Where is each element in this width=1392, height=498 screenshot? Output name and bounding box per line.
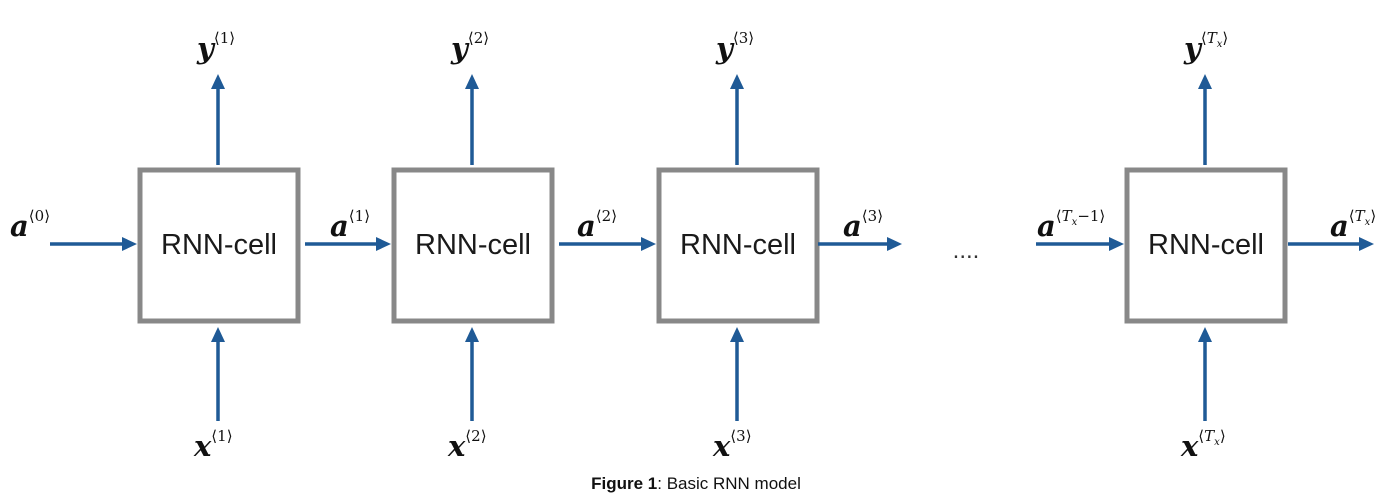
rnn-cell-label: RNN-cell (161, 229, 277, 261)
y-arrow-2-head (465, 74, 479, 89)
y-label-3-base: y (715, 31, 735, 65)
x-arrow-3-head (730, 327, 744, 342)
a-label-in-1-base: a (10, 209, 29, 243)
a-arrow-out-3-head (887, 237, 902, 251)
y-arrow-2 (465, 74, 479, 165)
a-label-in-3-base: a (577, 209, 596, 243)
a-label-in-4-sup: ⟨Tx−1⟩ (1056, 207, 1105, 228)
rnn-cell-box (391, 167, 555, 324)
rnn-cell-2: RNN-cell (391, 167, 555, 324)
a-arrow-in-4-head (1109, 237, 1124, 251)
x-label-4: x⟨Tx⟩ (1180, 427, 1226, 463)
x-arrow-4-head (1198, 327, 1212, 342)
a-label-in-4-base: a (1037, 209, 1056, 243)
x-label-2-base: x (447, 429, 466, 463)
x-label-3-sup: ⟨3⟩ (730, 427, 751, 445)
a-arrow-out-3 (818, 237, 902, 251)
figure-caption: Figure 1: Basic RNN model (0, 474, 1392, 494)
a-label-in-3-sup: ⟨2⟩ (596, 207, 617, 225)
a-label-in-1-sup: ⟨0⟩ (29, 207, 50, 225)
a-label-out-tx: a⟨Tx⟩ (1330, 207, 1376, 243)
x-arrow-2 (465, 327, 479, 421)
x-label-2-sup: ⟨2⟩ (465, 427, 486, 445)
caption-bold: Figure 1 (591, 474, 658, 493)
y-label-3: y⟨3⟩ (715, 29, 754, 65)
y-label-2: y⟨2⟩ (450, 29, 489, 65)
rnn-cell-4: RNN-cell (1124, 167, 1288, 324)
rnn-cell-box (1124, 167, 1288, 324)
a-label-in-2-base: a (330, 209, 349, 243)
a-arrow-in-3-head (641, 237, 656, 251)
rnn-cell-label: RNN-cell (680, 229, 796, 261)
a-arrow-in-1-head (122, 237, 137, 251)
y-label-1-base: y (196, 31, 216, 65)
a-arrow-in-1 (50, 237, 137, 251)
a-label-out-tx-sup: ⟨Tx⟩ (1349, 207, 1376, 228)
caption-text: : Basic RNN model (657, 474, 801, 493)
x-label-1: x⟨1⟩ (193, 427, 233, 463)
y-label-3-sup: ⟨3⟩ (733, 29, 754, 47)
y-label-4-base: y (1183, 31, 1203, 65)
x-arrow-1 (211, 327, 225, 421)
y-arrow-3-head (730, 74, 744, 89)
y-arrow-4 (1198, 74, 1212, 165)
rnn-diagram: RNN-celly⟨1⟩x⟨1⟩RNN-celly⟨2⟩x⟨2⟩RNN-cell… (10, 29, 1376, 463)
rnn-cell-box (137, 167, 301, 324)
a-arrow-out-tx (1288, 237, 1374, 251)
x-label-3: x⟨3⟩ (712, 427, 752, 463)
x-arrow-3 (730, 327, 744, 421)
y-label-2-base: y (450, 31, 470, 65)
x-arrow-2-head (465, 327, 479, 342)
a-label-out-3-sup: ⟨3⟩ (862, 207, 883, 225)
a-arrow-out-tx-head (1359, 237, 1374, 251)
x-arrow-4 (1198, 327, 1212, 421)
a-label-in-3: a⟨2⟩ (577, 207, 617, 243)
a-label-out-tx-base: a (1330, 209, 1349, 243)
rnn-cell-1: RNN-cell (137, 167, 301, 324)
rnn-cell-box (656, 167, 820, 324)
x-label-3-base: x (712, 429, 731, 463)
x-label-1-base: x (193, 429, 212, 463)
y-label-2-sup: ⟨2⟩ (468, 29, 489, 47)
y-arrow-1-head (211, 74, 225, 89)
y-arrow-3 (730, 74, 744, 165)
y-arrow-1 (211, 74, 225, 165)
a-label-in-2: a⟨1⟩ (330, 207, 370, 243)
rnn-cell-label: RNN-cell (415, 229, 531, 261)
a-arrow-in-2-head (376, 237, 391, 251)
x-label-4-sup: ⟨Tx⟩ (1198, 427, 1225, 448)
x-arrow-1-head (211, 327, 225, 342)
x-label-1-sup: ⟨1⟩ (211, 427, 232, 445)
a-label-in-2-sup: ⟨1⟩ (349, 207, 370, 225)
y-label-4: y⟨Tx⟩ (1183, 29, 1228, 65)
a-label-in-1: a⟨0⟩ (10, 207, 50, 243)
rnn-cell-label: RNN-cell (1148, 229, 1264, 261)
a-label-out-3-base: a (843, 209, 862, 243)
a-label-out-3: a⟨3⟩ (843, 207, 883, 243)
y-label-1: y⟨1⟩ (196, 29, 235, 65)
ellipsis-dots: .... (953, 237, 980, 264)
x-label-2: x⟨2⟩ (447, 427, 487, 463)
y-label-1-sup: ⟨1⟩ (214, 29, 235, 47)
y-label-4-sup: ⟨Tx⟩ (1201, 29, 1228, 50)
x-label-4-base: x (1180, 429, 1199, 463)
a-arrow-in-4 (1036, 237, 1124, 251)
y-arrow-4-head (1198, 74, 1212, 89)
a-arrow-in-3 (559, 237, 656, 251)
rnn-cell-3: RNN-cell (656, 167, 820, 324)
a-arrow-in-2 (305, 237, 391, 251)
a-label-in-4: a⟨Tx−1⟩ (1037, 207, 1105, 243)
